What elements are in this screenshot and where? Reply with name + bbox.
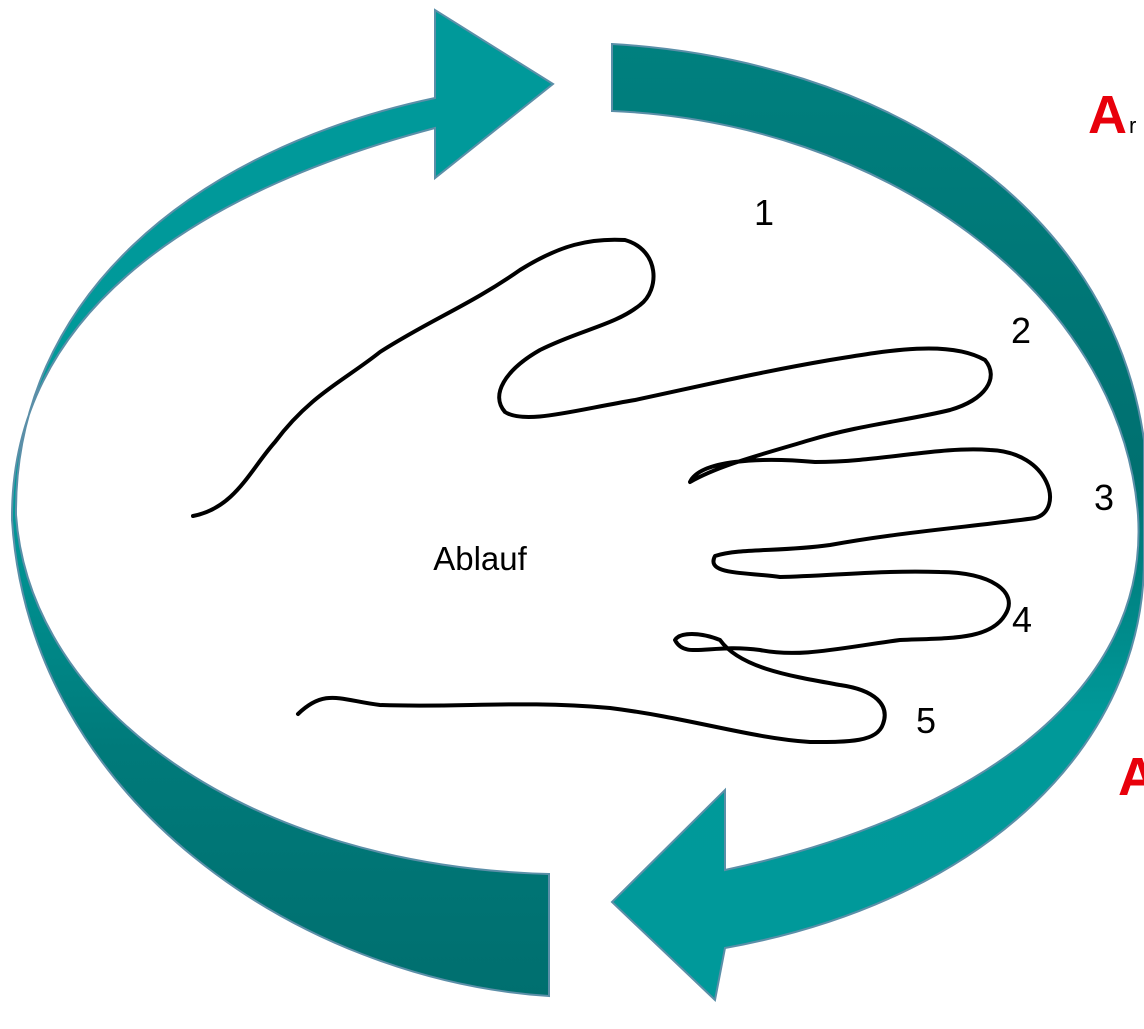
edge-letter-top: Ar (1088, 85, 1136, 145)
center-label: Ablauf (433, 540, 527, 577)
cycle-arrow-left (12, 10, 553, 996)
finger-number-2: 2 (1011, 310, 1031, 351)
hand-outline (193, 240, 1050, 742)
edge-letter-top-suffix: r (1129, 113, 1136, 138)
finger-number-4: 4 (1012, 599, 1032, 640)
cycle-arrow-right (612, 44, 1144, 1000)
edge-letter-bottom: A (1118, 747, 1144, 807)
finger-number-3: 3 (1094, 477, 1114, 518)
finger-number-1: 1 (754, 192, 774, 233)
finger-number-5: 5 (916, 700, 936, 741)
